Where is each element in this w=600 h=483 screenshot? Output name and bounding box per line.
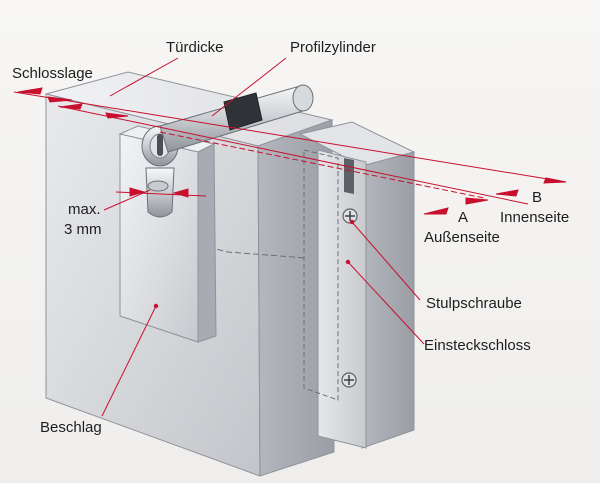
label-innenseite: Innenseite bbox=[500, 209, 569, 226]
dimension-line-top bbox=[13, 91, 567, 183]
leader-tuerdicke bbox=[109, 57, 179, 97]
dimension-line-lower bbox=[57, 105, 529, 205]
cylinder-cam bbox=[223, 92, 263, 131]
lock-slot bbox=[344, 158, 354, 194]
label-a: A bbox=[458, 209, 468, 226]
escutcheon-plate bbox=[118, 125, 217, 343]
arrow-icon bbox=[17, 87, 43, 95]
label-profilzylinder: Profilzylinder bbox=[290, 39, 376, 56]
label-stulpschraube: Stulpschraube bbox=[426, 295, 522, 312]
leader-beschlag bbox=[101, 305, 157, 417]
profile-cylinder bbox=[159, 84, 314, 153]
arrow-icon bbox=[423, 207, 449, 215]
label-aussenseite: Außenseite bbox=[424, 229, 500, 246]
screw-icon bbox=[342, 208, 358, 224]
hidden-outline bbox=[129, 227, 307, 259]
leader-profilzylinder bbox=[211, 57, 287, 117]
arrow-icon bbox=[105, 112, 129, 119]
label-einsteckschloss: Einsteckschloss bbox=[424, 337, 531, 354]
arrow-icon bbox=[495, 189, 519, 197]
leader-max bbox=[103, 189, 151, 211]
label-tuerdicke: Türdicke bbox=[166, 39, 224, 56]
lock-case-side bbox=[361, 151, 415, 449]
leader-lines bbox=[101, 57, 425, 417]
label-schlosslage: Schlosslage bbox=[12, 65, 93, 82]
label-beschlag: Beschlag bbox=[40, 419, 102, 436]
arrow-icon bbox=[543, 177, 567, 184]
faceplate bbox=[317, 149, 367, 449]
escutcheon-side bbox=[197, 143, 217, 343]
leader-stulpschraube bbox=[351, 221, 421, 301]
leader-einsteckschloss bbox=[347, 261, 425, 345]
arrow-icon bbox=[47, 96, 73, 103]
arrow-icon bbox=[172, 188, 189, 198]
door-edge-face bbox=[257, 119, 335, 477]
label-3mm: 3 mm bbox=[64, 221, 102, 238]
dimension-line-mid bbox=[159, 131, 485, 199]
label-max: max. bbox=[68, 201, 101, 218]
label-b: B bbox=[532, 189, 542, 206]
lock-body-dashed bbox=[303, 149, 339, 401]
arrow-icon bbox=[129, 187, 146, 197]
screw-icon bbox=[341, 372, 357, 388]
leader-dots bbox=[153, 219, 355, 309]
arrow-icon bbox=[59, 103, 83, 110]
arrow-icon bbox=[465, 197, 489, 205]
dimension-lines bbox=[13, 87, 567, 215]
